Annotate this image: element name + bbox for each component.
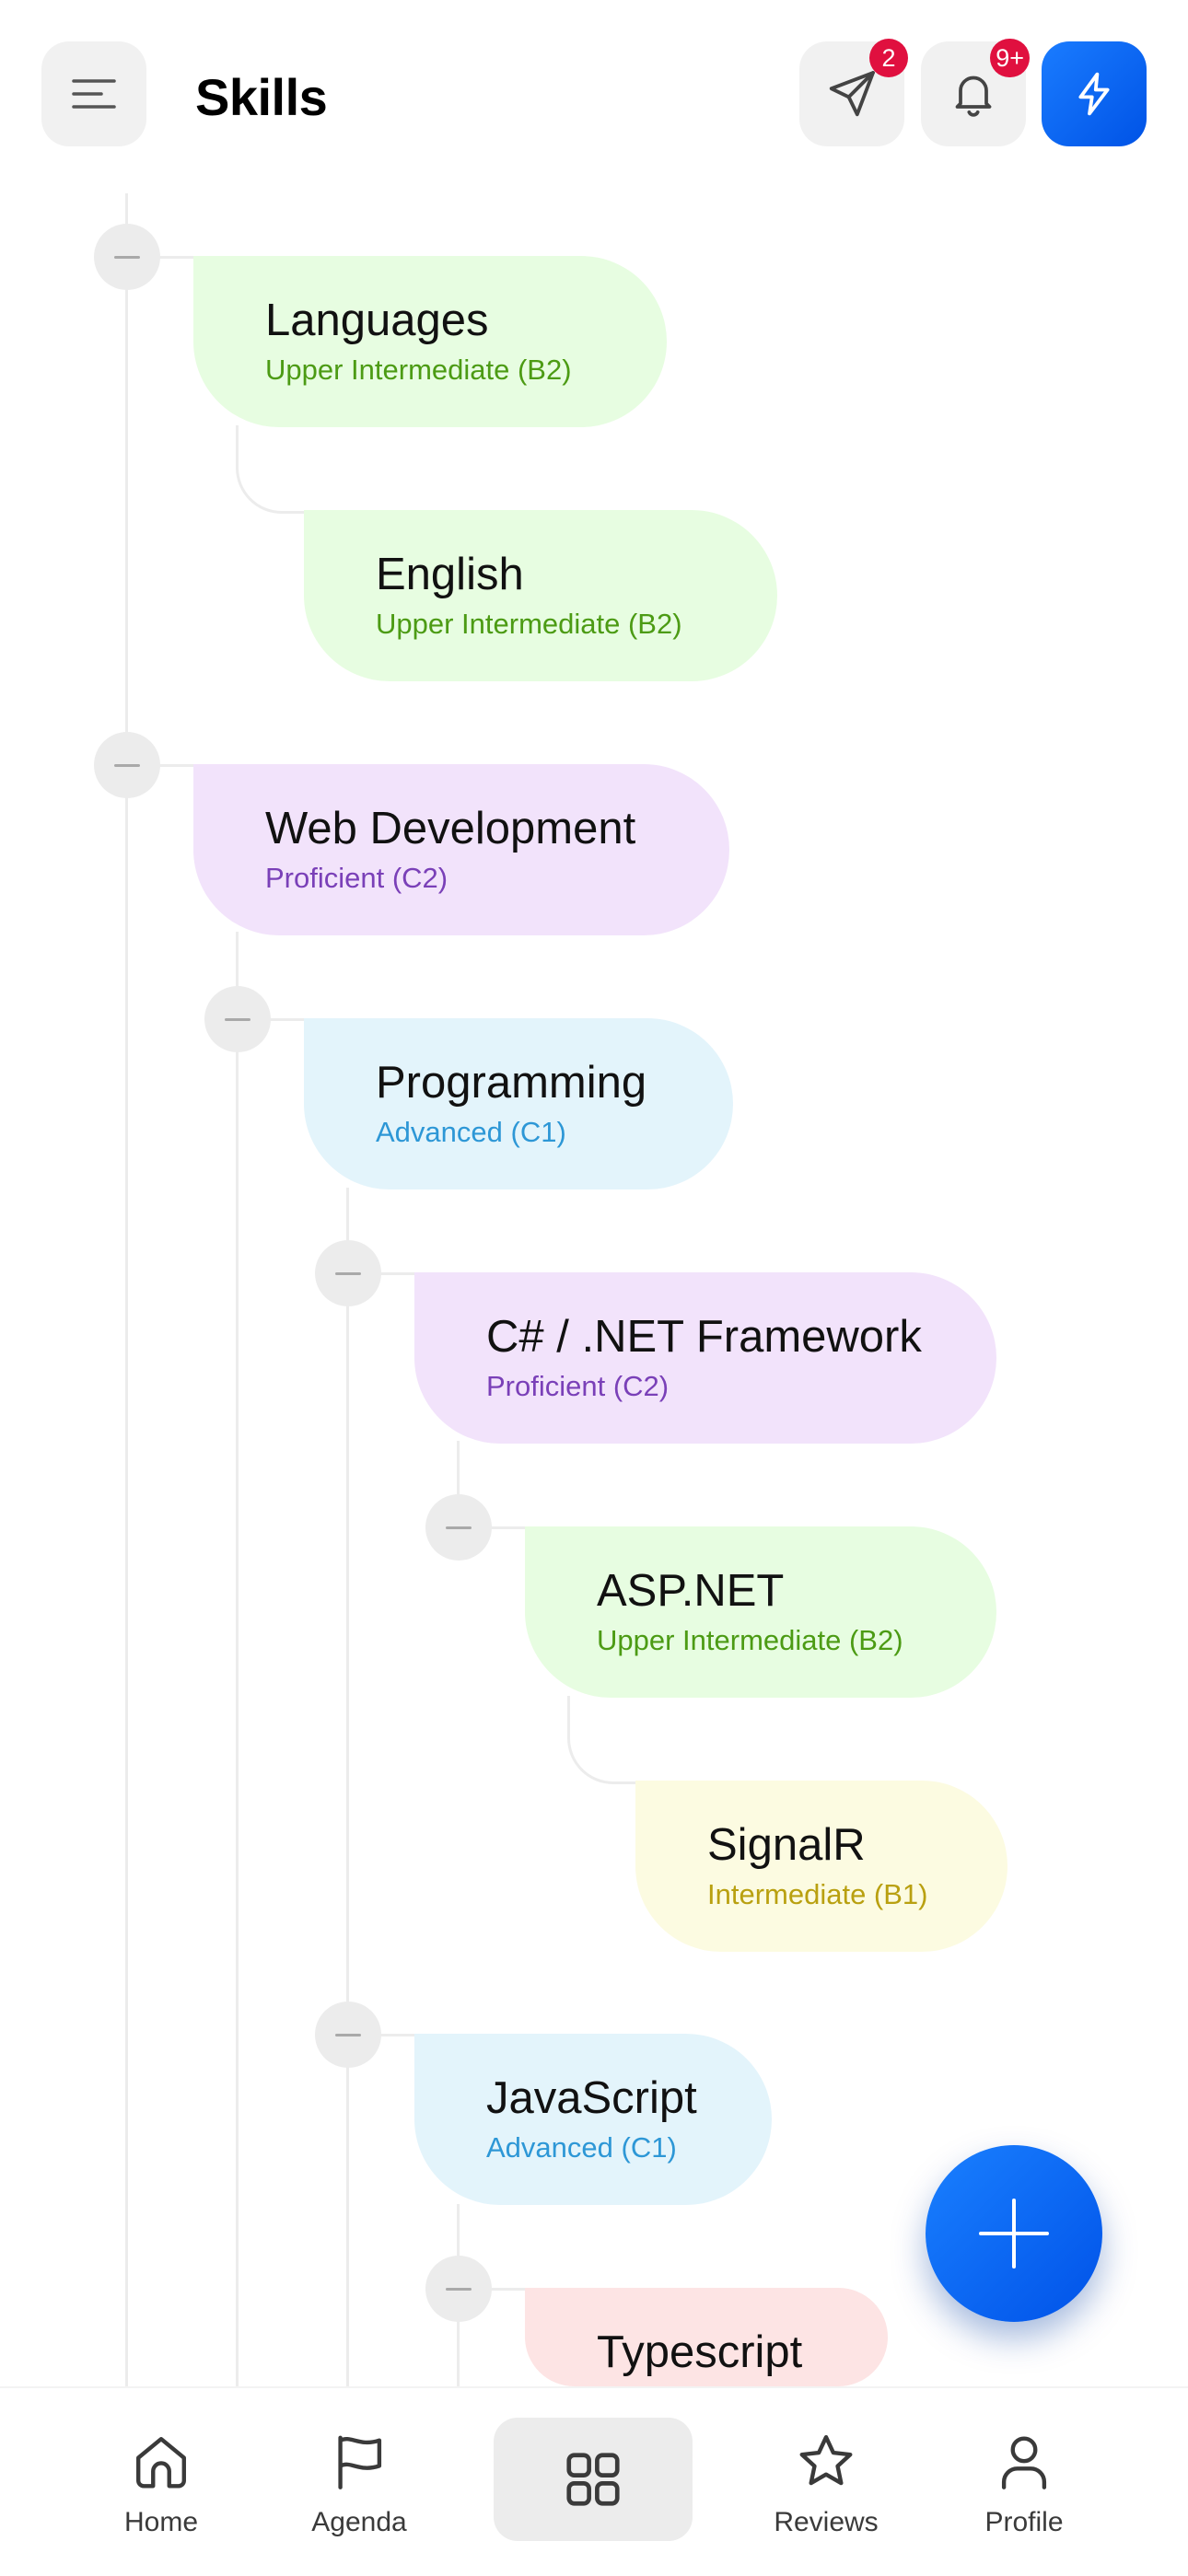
tree-connector (457, 1526, 530, 1529)
tree-guide-line (125, 193, 128, 2386)
skill-node-typescript[interactable]: Typescript (525, 2288, 888, 2386)
collapse-toggle-programming[interactable] (204, 986, 271, 1052)
collapse-toggle-typescript[interactable] (425, 2256, 492, 2322)
skill-name: Languages (265, 296, 489, 345)
collapse-toggle-javascript[interactable] (315, 2002, 381, 2068)
flag-icon (338, 2435, 382, 2489)
skill-node-signalr[interactable]: SignalR Intermediate (B1) (635, 1781, 1007, 1952)
skill-node-languages[interactable]: Languages Upper Intermediate (B2) (193, 256, 667, 427)
skill-name: Web Development (265, 804, 636, 853)
nav-skills-active[interactable] (494, 2418, 693, 2541)
skill-node-english[interactable]: English Upper Intermediate (B2) (304, 510, 777, 681)
skill-level: Proficient (C2) (486, 1370, 670, 1402)
menu-button[interactable] (41, 41, 146, 146)
tree-connector (236, 1018, 309, 1021)
nav-agenda[interactable]: Agenda (267, 2388, 451, 2576)
skill-level: Advanced (C1) (376, 1116, 566, 1148)
tree-connector (567, 1696, 636, 1784)
skill-level: Intermediate (B1) (707, 1878, 928, 1910)
tree-connector (125, 764, 199, 767)
page-title: Skills (195, 68, 328, 126)
tree-connector (457, 2288, 530, 2291)
skill-name: Typescript (597, 2327, 803, 2377)
collapse-toggle-web-development[interactable] (94, 732, 160, 798)
skill-level: Upper Intermediate (B2) (265, 354, 572, 386)
home-icon (136, 2437, 186, 2489)
skill-node-programming[interactable]: Programming Advanced (C1) (304, 1018, 733, 1189)
skill-name: SignalR (707, 1820, 866, 1870)
notifications-badge: 9+ (990, 39, 1030, 77)
add-skill-button[interactable] (926, 2145, 1102, 2322)
nav-profile-label: Profile (984, 2507, 1064, 2537)
plus-icon (979, 2199, 1049, 2269)
skill-name: ASP.NET (597, 1566, 785, 1616)
skill-level: Proficient (C2) (265, 862, 448, 894)
tree-guide-line (457, 1441, 460, 1507)
send-icon (829, 71, 875, 117)
skill-node-csharp-dotnet[interactable]: C# / .NET Framework Proficient (C2) (414, 1272, 996, 1444)
collapse-toggle-csharp[interactable] (315, 1240, 381, 1306)
menu-icon (72, 79, 116, 109)
top-app-bar: Skills 2 9+ (0, 0, 1188, 193)
skill-level: Upper Intermediate (B2) (376, 608, 682, 640)
skill-name: C# / .NET Framework (486, 1312, 922, 1362)
skill-name: Programming (376, 1058, 647, 1108)
bottom-navigation: Home Agenda Reviews (0, 2386, 1188, 2574)
messages-button[interactable]: 2 (799, 39, 908, 146)
tree-connector (346, 1272, 420, 1275)
nav-profile[interactable]: Profile (932, 2388, 1116, 2576)
skill-node-aspnet[interactable]: ASP.NET Upper Intermediate (B2) (525, 1526, 996, 1698)
nav-reviews-label: Reviews (774, 2507, 879, 2537)
nav-agenda-label: Agenda (311, 2507, 407, 2537)
collapse-toggle-aspnet[interactable] (425, 1494, 492, 1561)
nav-home-label: Home (123, 2507, 199, 2537)
lightning-icon (1078, 72, 1110, 116)
skill-name: English (376, 550, 524, 599)
star-icon (799, 2434, 853, 2486)
skill-node-web-development[interactable]: Web Development Proficient (C2) (193, 764, 729, 935)
tree-guide-line (346, 1188, 349, 2386)
collapse-toggle-languages[interactable] (94, 224, 160, 290)
tree-connector (236, 425, 305, 514)
skill-node-javascript[interactable]: JavaScript Advanced (C1) (414, 2034, 772, 2205)
tree-guide-line (236, 932, 239, 2386)
tree-connector (346, 2034, 420, 2036)
quick-actions-button[interactable] (1042, 41, 1147, 146)
nav-home[interactable]: Home (69, 2388, 253, 2576)
skill-name: JavaScript (486, 2073, 697, 2123)
skill-level: Advanced (C1) (486, 2131, 677, 2164)
messages-badge: 2 (869, 39, 908, 77)
nav-reviews[interactable]: Reviews (734, 2388, 918, 2576)
bell-icon (955, 75, 992, 117)
tree-connector (125, 256, 199, 259)
user-icon (1001, 2436, 1047, 2489)
grid-icon (566, 2453, 620, 2506)
notifications-button[interactable]: 9+ (921, 39, 1030, 146)
skill-level: Upper Intermediate (B2) (597, 1624, 903, 1656)
